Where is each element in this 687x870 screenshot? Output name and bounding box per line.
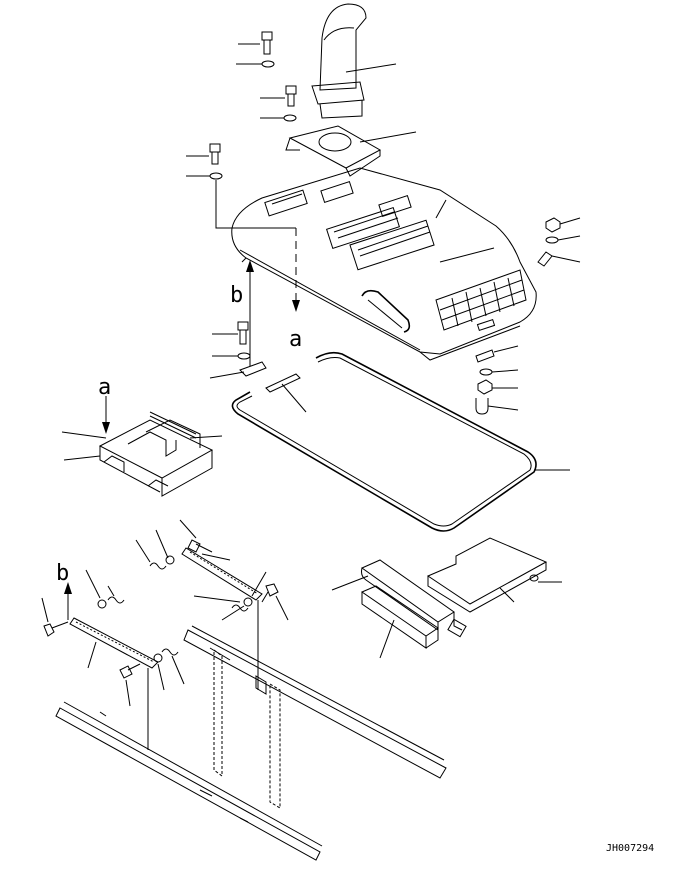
drawing-code: JH007294 xyxy=(606,843,654,854)
nut xyxy=(477,379,493,395)
duct-panel xyxy=(360,585,439,649)
hood-seal xyxy=(231,351,570,532)
washer xyxy=(545,236,559,244)
vent-grille-front xyxy=(435,269,527,331)
washer xyxy=(283,114,297,122)
bolt xyxy=(261,31,273,55)
leader-lines xyxy=(209,333,245,379)
washer xyxy=(261,60,275,68)
duct-cover xyxy=(360,559,467,638)
view-arrow-b: b xyxy=(230,260,254,366)
view-b-arrow: b xyxy=(56,561,72,620)
bolt xyxy=(119,663,141,679)
cover-panel xyxy=(426,537,562,613)
leader-lines xyxy=(331,575,395,659)
u-bolt xyxy=(475,398,489,415)
bolt xyxy=(285,85,297,107)
seal-strip xyxy=(265,373,307,413)
view-a-arrow: a xyxy=(98,375,111,434)
vent-grille xyxy=(264,181,354,217)
leader-lines xyxy=(186,43,495,263)
view-label-a-detail: a xyxy=(98,375,111,400)
mounting-bracket xyxy=(98,411,214,497)
vent-grille xyxy=(349,219,435,271)
bolt xyxy=(43,621,69,637)
spring-clip xyxy=(107,562,249,656)
washer xyxy=(237,352,251,360)
washer xyxy=(479,368,493,376)
view-label-b-detail: b xyxy=(56,561,69,586)
hinge-bar xyxy=(69,617,159,669)
washer xyxy=(209,172,223,180)
clip xyxy=(537,251,553,267)
leader-lines xyxy=(41,519,289,707)
view-arrow-a: a xyxy=(215,180,302,352)
vent-grille xyxy=(325,207,401,249)
view-label-b: b xyxy=(230,283,243,308)
vent-grille xyxy=(378,195,412,217)
bracket xyxy=(239,361,267,377)
leader-lines xyxy=(61,431,223,461)
support-frame-left xyxy=(55,701,323,861)
exhaust-bracket-plate xyxy=(285,125,382,177)
bolt xyxy=(261,583,279,603)
hinge-bar xyxy=(181,547,263,601)
bracket xyxy=(475,349,495,363)
bolt xyxy=(209,143,221,165)
bolt xyxy=(237,321,249,345)
exhaust-pipe xyxy=(311,3,367,119)
bolt xyxy=(187,539,213,553)
hood-handle xyxy=(361,289,411,333)
engine-hood xyxy=(231,167,537,361)
view-label-a: a xyxy=(289,327,302,352)
washer xyxy=(97,555,253,663)
leader-lines xyxy=(487,217,581,411)
support-frame-right xyxy=(183,625,447,809)
nut xyxy=(545,217,561,233)
